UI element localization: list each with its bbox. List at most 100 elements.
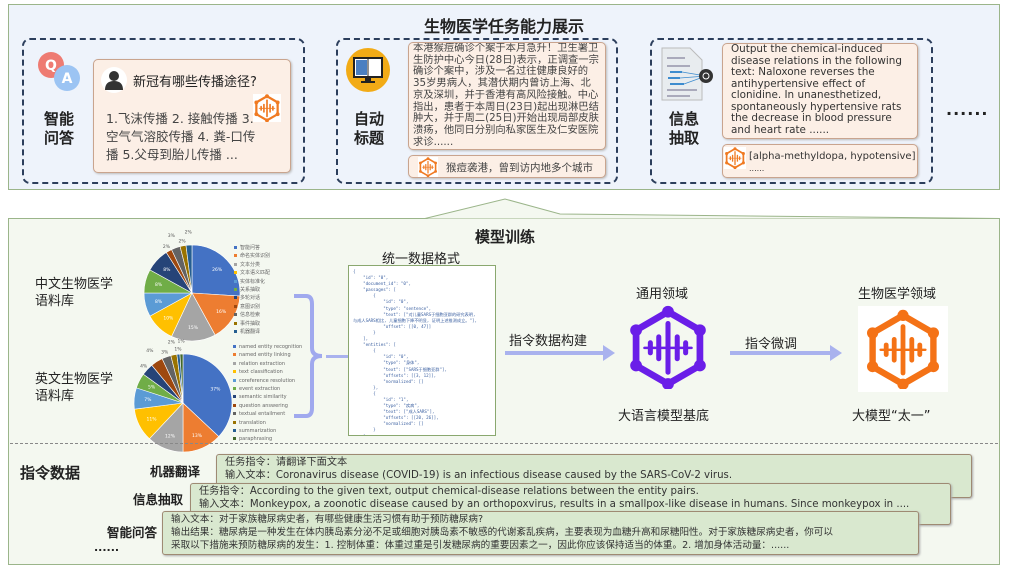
svg-text:Q: Q <box>45 58 57 74</box>
legend-label: textual entailment <box>239 411 286 418</box>
legend-swatch <box>233 395 236 399</box>
json-line: "id": "1", <box>353 396 409 402</box>
legend-label: event extraction <box>239 385 281 392</box>
svg-text:A: A <box>62 71 73 87</box>
legend-item: summarization <box>233 427 302 435</box>
unified-format-title: 统一数据格式 <box>382 252 461 267</box>
taiyi-model-label: 大模型“太一” <box>852 409 931 424</box>
legend-swatch <box>234 262 237 266</box>
pie-slice <box>191 244 240 297</box>
legend-label: relation extraction <box>239 360 285 367</box>
legend-item: paraphrasing <box>233 435 302 443</box>
ie-data-label: 信息抽取 <box>133 492 184 507</box>
more-data-ellipsis: ...... <box>94 541 120 554</box>
legend-item: question answering <box>233 402 302 410</box>
base-llm-icon <box>626 305 710 389</box>
pie-slice-label: 5% <box>148 384 156 390</box>
ie-output-more: ...... <box>749 164 765 173</box>
legend-item: 文本分类 <box>234 261 270 269</box>
bracket-connector <box>326 355 348 358</box>
json-line: "type": "疾病", <box>353 403 420 409</box>
legend-swatch <box>233 353 236 357</box>
json-line: }, <box>353 384 379 390</box>
json-line: "id": "0", <box>353 275 389 281</box>
legend-swatch <box>234 246 237 249</box>
title-task-box <box>336 38 618 184</box>
legend-swatch <box>233 403 236 407</box>
legend-item: named entity linking <box>233 351 302 359</box>
en-corpus-label: 英文生物医学语料库 <box>35 372 114 404</box>
qa-label: 智能问答 <box>43 110 74 147</box>
pie-slice-label: 10% <box>163 316 174 322</box>
legend-label: question answering <box>239 402 288 409</box>
user-avatar-icon <box>101 67 127 93</box>
more-tasks-ellipsis: ...... <box>946 100 989 119</box>
instruction-build-label: 指令数据构建 <box>509 334 588 349</box>
ie-text-card: Output the chemical-induced disease rela… <box>722 43 918 139</box>
finetune-label: 指令微调 <box>745 337 798 352</box>
json-line: 与成人SARS相比, 儿童细胞下降不明显, 证明上述推测成立。"], <box>353 317 478 323</box>
base-model-label: 大语言模型基底 <box>618 409 710 424</box>
pie-slice-label: 26% <box>212 267 223 273</box>
arrow-finetune-head <box>830 345 842 361</box>
pie-slice-label: 8% <box>155 299 163 305</box>
legend-label: 智能问答 <box>240 245 261 251</box>
card-line: 输入文本：Coronavirus disease (COVID-19) is a… <box>225 469 733 481</box>
legend-item: 文本语义匹配 <box>234 269 270 277</box>
pie-slice-label: 8% <box>163 267 171 273</box>
pie-slice-label: 2% <box>185 230 193 236</box>
pie-slice-label: 3% <box>161 350 169 356</box>
section-divider <box>10 443 998 444</box>
pie-slice-label: 15% <box>188 325 199 331</box>
pie-slice <box>191 292 240 336</box>
legend-item: coreference resolution <box>233 377 302 385</box>
pie-slice-label: 8% <box>155 282 163 288</box>
legend-label: 意图识别 <box>240 303 261 310</box>
json-line: { <box>353 293 376 299</box>
json-line: { <box>353 390 376 396</box>
instruction-data-title: 指令数据 <box>20 464 81 482</box>
json-line: "text": ["SARS于细胞亚群"], <box>353 366 448 372</box>
legend-item: textual entailment <box>233 410 302 418</box>
legend-item: 意图识别 <box>234 303 270 311</box>
json-line: ] <box>353 434 491 435</box>
json-line: "document_id": "0", <box>353 281 411 287</box>
legend-label: 多轮对话 <box>240 295 261 302</box>
legend-label: 文本分类 <box>240 261 261 268</box>
ie-output-card <box>722 144 918 178</box>
bio-domain-label: 生物医学领域 <box>858 287 937 302</box>
json-line: ], <box>353 336 369 342</box>
legend-swatch <box>233 370 236 374</box>
json-line: "offsets": [[3, 12]], <box>353 372 437 378</box>
card-line: 采取以下措施来预防糖尿病的发生：1. 控制体重：体重过重是引发糖尿病的重要因素之… <box>171 539 790 551</box>
card-line: 输入文本：对于家族糖尿病史者，有哪些健康生活习惯有助于预防糖尿病? <box>171 514 484 525</box>
json-line: "type": "身体", <box>353 360 420 366</box>
json-line: "id": "0", <box>353 299 409 305</box>
pie-slice-label: 1% <box>174 347 182 353</box>
legend-label: 文本语义匹配 <box>240 270 271 277</box>
card-line: 输出结果：糖尿病是一种发生在体内胰岛素分泌不足或细胞对胰岛素不敏感的代谢紊乱疾病… <box>171 526 833 538</box>
pie-slice-label: 11% <box>147 417 158 423</box>
card-line: 任务指令：According to the given text, output… <box>199 486 699 497</box>
section-title: 模型训练 <box>474 228 535 246</box>
legend-swatch <box>233 345 236 348</box>
json-line: "normalized": [] <box>353 421 424 427</box>
json-line: "id": "0", <box>353 354 409 360</box>
legend-item: 关系抽取 <box>234 286 270 294</box>
legend-label: 关系抽取 <box>240 286 261 293</box>
card-line: 任务指令：请翻译下面文本 <box>225 457 348 468</box>
pie-slice-label: 16% <box>216 309 227 315</box>
arrow-finetune <box>730 351 832 355</box>
legend-label: paraphrasing <box>239 436 273 443</box>
pie-slice <box>185 244 193 294</box>
legend-swatch <box>234 304 237 308</box>
title-gen-label: 自动标题 <box>353 110 384 147</box>
legend-swatch <box>234 287 237 291</box>
qa-question: 新冠有哪些传播途径? <box>133 75 257 90</box>
panel-title: 生物医学任务能力展示 <box>423 17 584 36</box>
json-line: "entities": [ <box>353 342 396 348</box>
legend-item: event extraction <box>233 385 302 393</box>
zh-pie-legend: 智能问答命名实体识别文本分类文本语义匹配实体标准化关系抽取多轮对话意图识别信息检… <box>234 244 270 336</box>
